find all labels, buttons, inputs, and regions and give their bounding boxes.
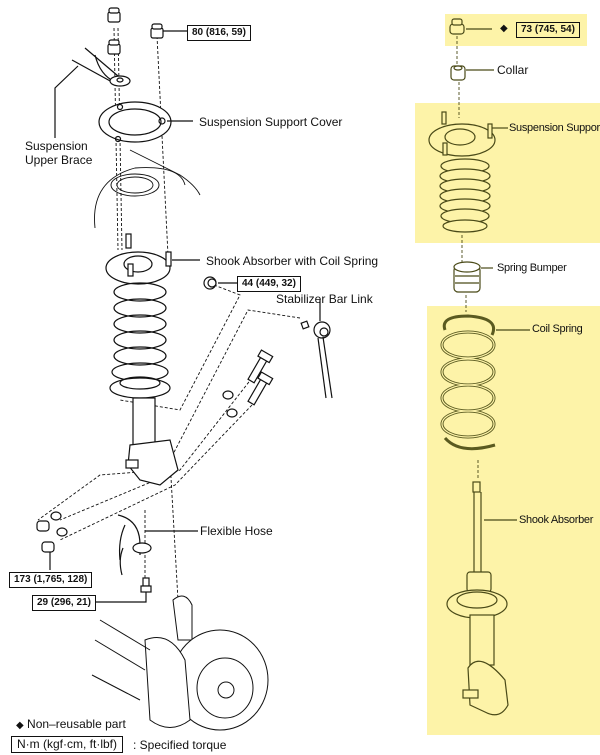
- alignment-lines: [37, 27, 301, 601]
- top-nut-1: [107, 7, 121, 23]
- strut-bolts: [222, 349, 274, 418]
- torque-knuckle-nut: 173 (1,765, 128): [9, 572, 93, 588]
- right-alignment-lines: [456, 36, 479, 480]
- top-nut-3: [150, 23, 164, 39]
- label-support-cover: Suspension Support Cover: [199, 115, 343, 129]
- strut-upper-support: [105, 233, 200, 285]
- steering-knuckle-brake: [91, 595, 269, 731]
- non-reusable-marker: ◆: [500, 23, 508, 34]
- stabilizer-nut: [203, 276, 237, 290]
- right-exploded-view: [428, 18, 530, 716]
- shock-absorber-part: [446, 481, 517, 716]
- label-shock-with-spring: Shook Absorber with Coil Spring: [206, 254, 379, 268]
- label-stabilizer-link: Stabilizer Bar Link: [276, 292, 373, 306]
- right-top-nut: [449, 18, 492, 35]
- legend-non-reusable: ◆ Non–reusable part: [16, 718, 126, 731]
- spring-bumper-part: [453, 261, 493, 293]
- torque-stabilizer-nut: 44 (449, 32): [237, 276, 301, 292]
- torque-right-top-nut: 73 (745, 54): [516, 22, 580, 38]
- collar-part: [450, 65, 494, 81]
- torque-top-nut: 80 (816, 59): [187, 25, 251, 41]
- stabilizer-bar-link: [300, 300, 333, 399]
- top-nut-2: [107, 39, 121, 55]
- body-seat: [94, 149, 201, 229]
- flexible-hose: [117, 514, 198, 576]
- legend-torque-unit-box: N·m (kgf·cm, ft·lbf): [11, 736, 123, 754]
- diamond-icon: ◆: [16, 720, 24, 731]
- left-coil-spring: [109, 282, 171, 399]
- label-upper-brace-line1: Suspension: [25, 139, 88, 153]
- label-flexible-hose: Flexible Hose: [200, 524, 273, 538]
- label-upper-brace-line2: Upper Brace: [25, 153, 93, 167]
- suspension-support-part: [428, 111, 508, 233]
- upper-brace: [54, 47, 131, 138]
- label-suspension-support: Suspension Support: [509, 122, 600, 134]
- support-cover-ring: [98, 101, 193, 143]
- knuckle-nuts: [36, 511, 68, 570]
- left-exploded-view: [36, 7, 333, 731]
- torque-hose-bolt: 29 (296, 21): [32, 595, 96, 611]
- label-collar: Collar: [497, 63, 529, 77]
- strut-body: [125, 397, 179, 486]
- dust-boot: [439, 158, 491, 233]
- label-shock-absorber: Shook Absorber: [519, 514, 594, 526]
- legend-torque-text: : Specified torque: [133, 738, 227, 752]
- label-coil-spring: Coil Spring: [532, 323, 583, 335]
- hose-bolt: [93, 577, 152, 603]
- legend-non-reusable-text: Non–reusable part: [27, 717, 126, 731]
- label-spring-bumper: Spring Bumper: [497, 262, 567, 274]
